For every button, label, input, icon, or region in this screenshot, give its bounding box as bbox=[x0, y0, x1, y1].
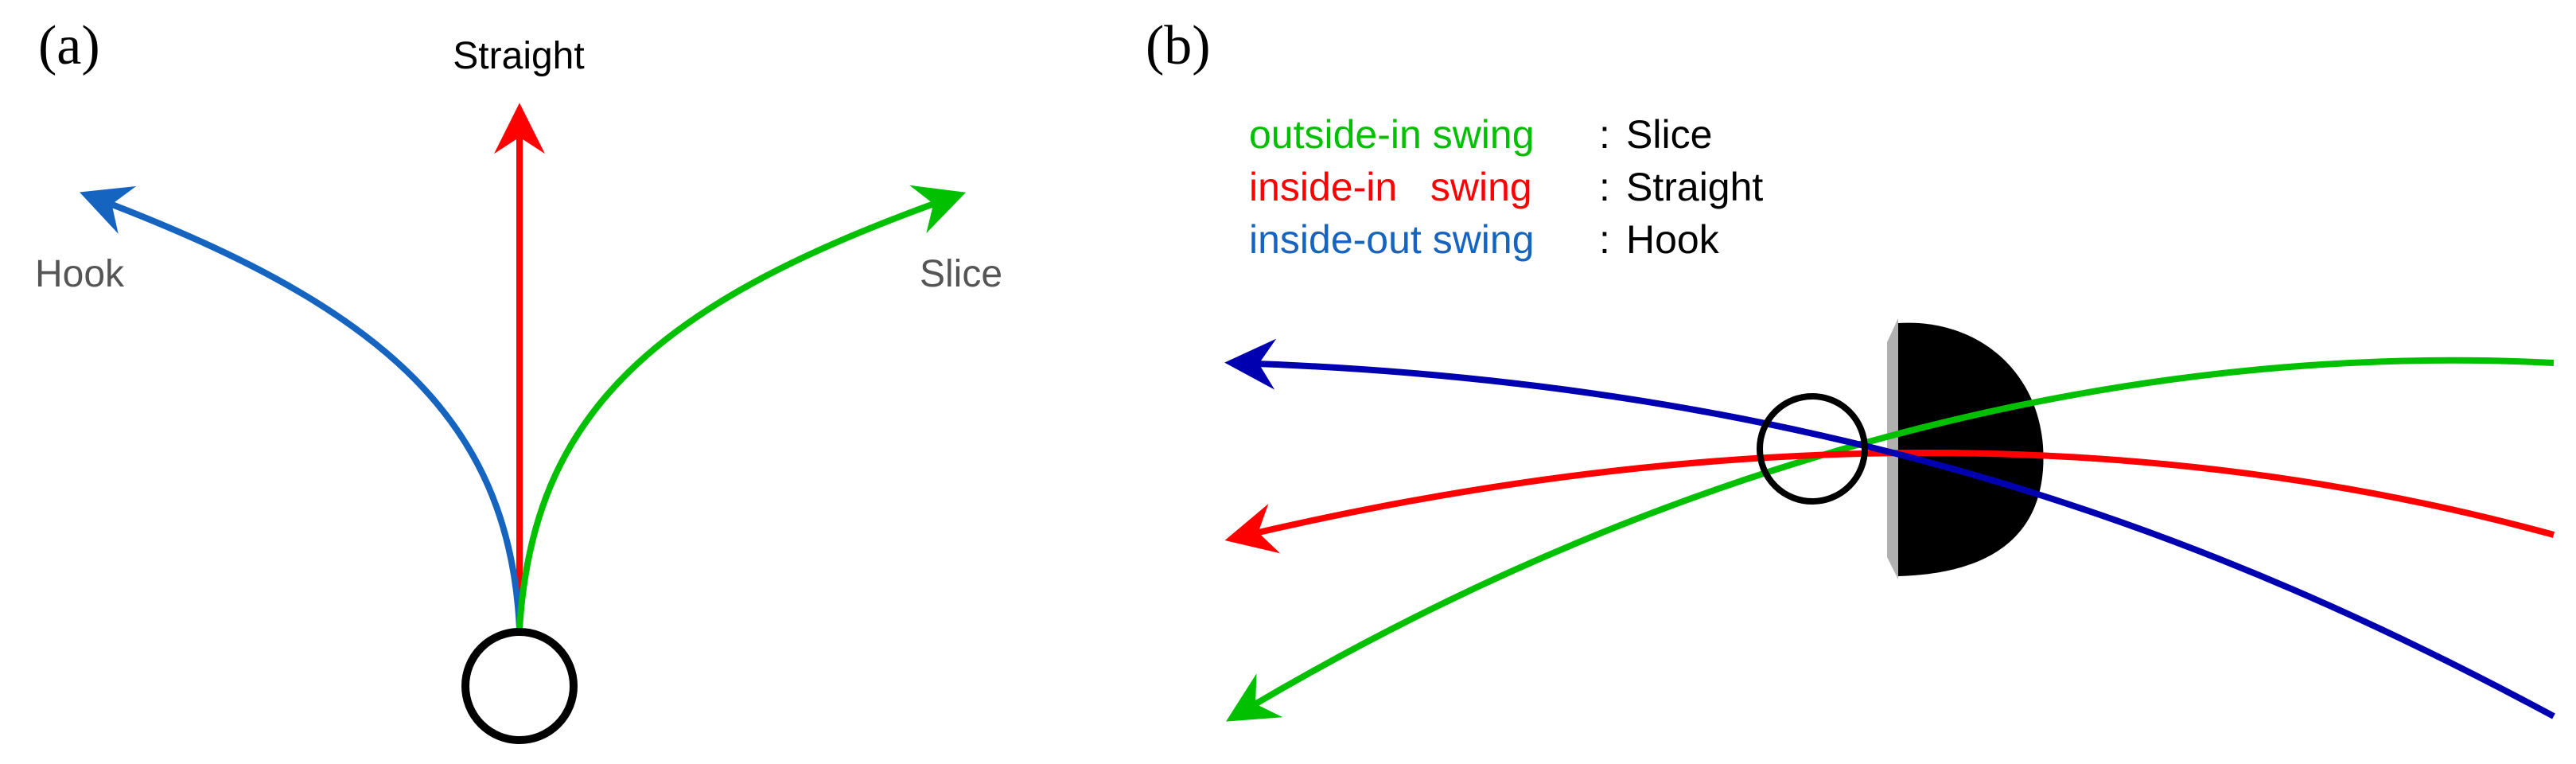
legend-result-slice: Slice bbox=[1626, 112, 1712, 157]
golf-ball-a bbox=[461, 628, 578, 744]
legend-swing-inside-in: inside-in swing bbox=[1249, 165, 1532, 209]
club-head bbox=[1887, 318, 2044, 579]
slice-label: Slice bbox=[920, 253, 1002, 295]
slice-trajectory-arrow bbox=[516, 185, 967, 630]
legend: outside-in swing : Slice inside-in swing… bbox=[1249, 112, 1763, 262]
legend-swing-inside-out: inside-out swing bbox=[1249, 217, 1535, 262]
inside-out-swing-path bbox=[1224, 338, 2555, 719]
legend-result-straight: Straight bbox=[1626, 165, 1763, 209]
straight-label: Straight bbox=[453, 35, 584, 77]
inside-in-swing-path bbox=[1224, 450, 2555, 554]
legend-swing-outside-in: outside-in swing bbox=[1249, 112, 1535, 157]
panel-b: (b) outside-in swing : Slice inside-in s… bbox=[1146, 15, 2555, 722]
hook-label: Hook bbox=[35, 253, 125, 295]
panel-b-label: (b) bbox=[1146, 15, 1211, 76]
panel-a-label: (a) bbox=[38, 15, 100, 76]
hook-trajectory-arrow bbox=[80, 185, 523, 630]
legend-separator: : bbox=[1599, 112, 1610, 157]
club-head-body bbox=[1898, 322, 2044, 576]
panel-a: (a) Straight Hook Slice bbox=[35, 15, 1002, 744]
golf-ball-b bbox=[1757, 393, 1868, 505]
legend-separator: : bbox=[1599, 217, 1610, 262]
legend-result-hook: Hook bbox=[1626, 217, 1720, 262]
legend-separator: : bbox=[1599, 165, 1610, 209]
outside-in-swing-path bbox=[1226, 357, 2555, 722]
